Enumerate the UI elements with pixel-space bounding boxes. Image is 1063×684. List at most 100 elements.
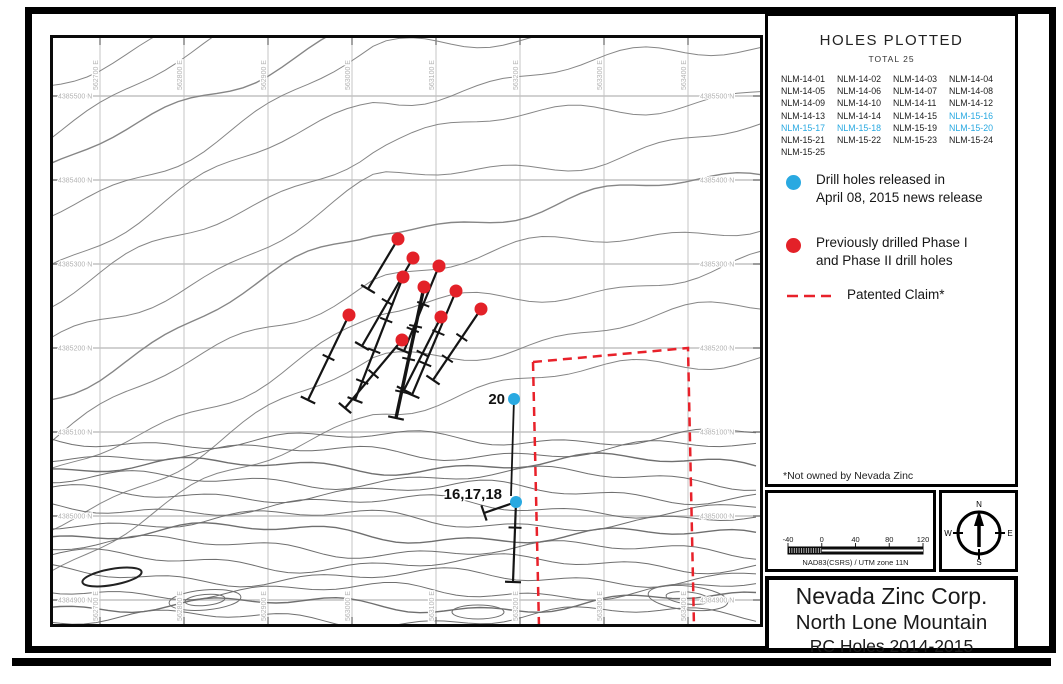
hole-list-item: NLM-14-12 [949,98,994,109]
drill-hole-label: 20 [488,391,505,408]
red-drill-hole [391,232,405,246]
grid-label-easting: 562700 E [93,60,100,90]
contour-line [53,123,760,338]
drill-trace-endbar [396,385,412,395]
drill-trace-endbar [360,283,376,295]
legend-item-previous-holes: Previously drilled Phase I and Phase II … [786,234,968,269]
hole-list-item: NLM-14-14 [837,110,882,121]
grid-label-northing: 4385100 N [700,430,734,437]
grid-label-northing: 4385300 N [58,262,92,269]
legend-item-label: Previously drilled Phase I and Phase II … [816,234,968,269]
grid-label-northing: 4384900 N [700,598,734,605]
hole-list-item: NLM-14-15 [893,110,938,121]
contour-loop [647,584,729,612]
red-dot-icon [786,238,801,253]
grid-label-easting: 563300 E [597,60,604,90]
map-panel: 562700 E 562700 E 562800 E 562800 E 562900 E… [50,35,763,627]
hole-list-item: NLM-14-13 [781,110,826,121]
hole-list-item: NLM-14-05 [781,86,826,97]
drill-trace-endbar [404,390,420,400]
legend-item-label: Drill holes released in April 08, 2015 n… [816,171,983,206]
drill-trace-endbar [347,396,363,404]
sheet-border [25,7,1056,653]
contour-line [53,509,757,532]
contour-line [53,428,757,449]
hole-list-item: NLM-14-11 [893,98,937,109]
red-drill-hole [395,333,409,347]
grid-label-northing: 4385200 N [700,346,734,353]
grid-label-northing: 4385200 N [58,346,92,353]
drill-trace-tick [379,316,393,324]
red-drill-hole [342,308,356,322]
claim-boundary [532,346,696,624]
contour-line [53,465,757,491]
drill-trace [510,398,515,497]
legend-line: Drill holes released in [816,172,946,187]
legend-title: HOLES PLOTTED [819,32,964,49]
drill-trace-endbar [338,402,352,414]
scale-tick-label: 0 [820,535,824,544]
contour-loop [168,589,242,611]
scale-tick-label: 120 [917,535,930,544]
grid-label-easting: 563100 E [429,591,436,621]
grid-label-easting: 563400 E [681,591,688,621]
grid-label-easting: 562800 E [177,591,184,621]
hole-list-item: NLM-15-23 [893,135,938,146]
drill-trace-endbar [354,341,370,351]
legend-line: Previously drilled Phase I [816,235,968,250]
drill-trace [511,501,518,583]
grid-label-easting: 563000 E [345,591,352,621]
hole-list-item: NLM-14-08 [949,86,994,97]
hole-list-item: NLM-14-09 [781,98,826,109]
drill-trace-tick [416,349,429,358]
claim-boundary [531,361,541,624]
red-dash-icon [787,294,831,298]
contour-line [53,494,757,519]
contour-line [53,171,760,401]
legend-footnote: *Not owned by Nevada Zinc [783,470,914,482]
drill-trace-tick [418,360,432,368]
hole-list-item: NLM-14-06 [837,86,882,97]
grid-label-easting: 562700 E [93,591,100,621]
red-drill-hole [432,259,446,273]
scale-tick-label: -40 [783,535,794,544]
drill-trace-tick [406,326,420,334]
red-drill-hole [449,284,463,298]
contour-line [53,38,213,138]
hole-list-item: NLM-15-16 [949,110,994,121]
drill-trace-tick [409,323,423,329]
drill-trace [432,308,482,381]
compass-label-s: S [976,558,981,567]
hole-list-item: NLM-14-10 [837,98,882,109]
scale-bar-stripe [821,549,923,552]
grid-label-easting: 562900 E [261,591,268,621]
blue-drill-hole [510,496,522,508]
grid-label-northing: 4384900 N [58,598,92,605]
company-name: Nevada Zinc Corp. [795,583,988,609]
contour-line [53,38,532,217]
map-layers: 562700 E 562700 E 562800 E 562800 E 562900 E… [53,38,760,624]
compass-label-n: N [976,500,982,509]
grid-label-easting: 562800 E [177,60,184,90]
drill-trace-tick [402,356,416,362]
grid-label-northing: 4385500 N [58,94,92,101]
red-drill-hole [434,310,448,324]
contour-line [53,46,760,265]
contour-line [53,38,154,86]
drill-trace [353,276,405,401]
scale-datum-label: NAD83(CSRS) / UTM zone 11N [802,558,908,567]
drill-trace-tick [322,353,335,362]
grid-label-northing: 4385100 N [58,430,92,437]
legend-item-released-holes: Drill holes released in April 08, 2015 n… [786,171,983,206]
contour-line [53,548,757,575]
drill-trace-endbar [425,374,441,386]
contour-line [53,440,757,463]
blue-dot-icon [786,175,801,190]
grid-label-northing: 4385000 N [700,514,734,521]
contour-line [53,582,757,601]
title-block: Nevada Zinc Corp. North Lone Mountain RC… [765,576,1018,656]
contour-line [53,452,757,476]
drill-trace [367,238,399,290]
